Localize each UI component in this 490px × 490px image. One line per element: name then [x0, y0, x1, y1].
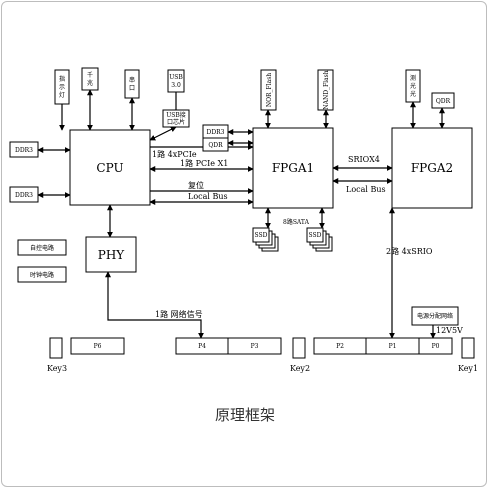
qdr-fpga1-label: QDR — [208, 142, 223, 149]
pcie4-label: 1路 4xPCIe — [152, 149, 197, 159]
nand-flash-label: NAND_Flash — [323, 70, 330, 109]
cpu-localbus-label: Local Bus — [188, 192, 228, 201]
srio-p1-label: 2路 4xSRIO — [386, 246, 433, 256]
fpga1-block: FPGA1 — [252, 127, 334, 209]
fpga-localbus-label: Local Bus — [346, 185, 386, 194]
link-phy-p4 — [105, 271, 204, 339]
key3-block: Key3 — [47, 337, 67, 373]
p6-connector: P6 — [70, 337, 125, 355]
key2-label: Key2 — [290, 364, 310, 373]
qdr-fpga2-label: QDR — [436, 98, 451, 105]
p1-label: P1 — [389, 343, 397, 350]
ddr3-cpu-bottom-label: DDR3 — [15, 192, 33, 199]
zhishi-deng-block: 指示灯 — [54, 69, 70, 105]
ddr3-cpu-top-label: DDR3 — [15, 147, 33, 154]
net-signal-label: 1路 网络信号 — [155, 309, 203, 319]
ddr3-fpga1-label: DDR3 — [207, 129, 225, 136]
srio-label: SRIOX4 — [348, 155, 380, 164]
reset-label: 复位 — [188, 180, 204, 190]
p0-label: P0 — [432, 343, 440, 350]
p3-connector: P3 — [227, 337, 282, 355]
nand-flash-block: NAND_Flash — [317, 69, 334, 111]
p4-connector: P4 — [175, 337, 229, 355]
p6-label: P6 — [94, 343, 102, 350]
auto-power-label: 自控电路 — [30, 244, 54, 252]
chuan-kou-label: 串口 — [129, 76, 135, 92]
p2-connector: P2 — [313, 337, 367, 355]
ssd-right-stack: SSD — [306, 227, 333, 252]
key1-label: Key1 — [458, 364, 478, 373]
chuan-kou-block: 串口 — [124, 69, 140, 99]
ssd-left-label: SSD — [255, 232, 268, 239]
phy-block: PHY — [85, 236, 137, 273]
voltage-label: 12V5V — [436, 326, 463, 335]
qdr-fpga2-block: QDR — [431, 92, 455, 109]
power-supply-label: 电源分配网络 — [417, 312, 453, 320]
ddr3-cpu-bottom-block: DDR3 — [9, 186, 39, 203]
ce-guang-label: 测光光 — [410, 74, 416, 98]
power-supply-block: 电源分配网络 — [411, 306, 459, 326]
p3-label: P3 — [251, 343, 259, 350]
key1-block: Key1 — [458, 337, 478, 373]
figure-caption: 原理框架 — [214, 406, 275, 424]
ssd-right-label: SSD — [309, 232, 322, 239]
ddr3-fpga1-block: DDR3 — [202, 124, 229, 139]
clock-power-block: 时钟电路 — [17, 266, 67, 283]
phy-label: PHY — [98, 248, 126, 262]
sata-label: 8路SATA — [283, 218, 310, 226]
p2-label: P2 — [336, 343, 344, 350]
fpga1-label: FPGA1 — [272, 161, 314, 175]
qian-zhao-block: 千兆 — [81, 67, 99, 91]
auto-power-block: 自控电路 — [17, 239, 67, 256]
clock-power-label: 时钟电路 — [30, 271, 54, 279]
nor-flash-block: NOR_Flash — [260, 69, 277, 111]
ce-guang-block: 测光光 — [405, 69, 421, 103]
ssd-left-stack: SSD — [252, 227, 279, 252]
usb-chip-label: USB接口芯片 — [166, 111, 186, 126]
usb-chip-block: USB接口芯片 — [162, 109, 190, 128]
cpu-block: CPU — [69, 129, 151, 206]
key3-label: Key3 — [47, 364, 67, 373]
p0-connector: P0 — [418, 337, 453, 355]
ddr3-cpu-top-block: DDR3 — [9, 141, 39, 158]
cpu-label: CPU — [96, 161, 123, 175]
fpga2-block: FPGA2 — [391, 127, 473, 209]
qian-zhao-label: 千兆 — [87, 71, 93, 87]
link-usb-cpu — [149, 126, 177, 141]
zhishi-deng-label: 指示灯 — [59, 75, 65, 99]
nor-flash-label: NOR_Flash — [266, 73, 273, 107]
p4-label: P4 — [198, 343, 206, 350]
connector-row: Key3 P6 P4 P3 Key2 P2 P1 P0 — [47, 337, 478, 373]
qdr-fpga1-block: QDR — [202, 137, 229, 152]
connections — [37, 89, 445, 339]
fpga2-label: FPGA2 — [411, 161, 453, 175]
p1-connector: P1 — [365, 337, 420, 355]
key2-block: Key2 — [290, 337, 310, 373]
pcie1-label: 1路 PCIe X1 — [180, 158, 228, 168]
